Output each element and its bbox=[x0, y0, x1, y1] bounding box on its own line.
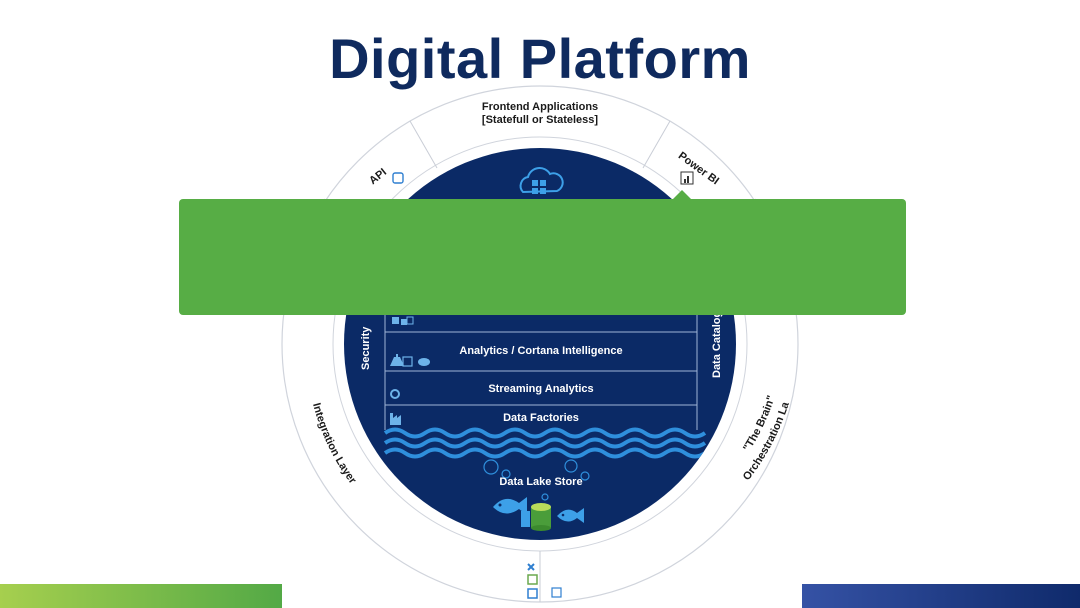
bubbles bbox=[483, 459, 590, 501]
overlay-panel bbox=[179, 199, 906, 315]
footer-bar-right bbox=[802, 584, 1080, 608]
data-lake-store-icon bbox=[521, 503, 551, 531]
data-factories-label: Data Factories bbox=[503, 412, 579, 424]
water-waves bbox=[383, 427, 707, 459]
factory-icon bbox=[390, 413, 401, 425]
sap-icons bbox=[392, 316, 414, 325]
frontend-label: Frontend Applications bbox=[482, 101, 598, 113]
layer-box bbox=[384, 300, 698, 430]
streaming-layer-label: Streaming Analytics bbox=[488, 383, 593, 395]
power-bi-icon bbox=[680, 171, 694, 185]
footer-bar-left bbox=[0, 584, 282, 608]
analytics-layer-label: Analytics / Cortana Intelligence bbox=[459, 345, 622, 357]
data-catalog-label: Data Catalog bbox=[711, 311, 723, 378]
security-label: Security bbox=[360, 326, 372, 370]
fish-icon-left bbox=[493, 497, 527, 515]
page-title: Digital Platform bbox=[329, 27, 751, 90]
fish-icon-right bbox=[557, 508, 584, 523]
analytics-icons bbox=[390, 354, 430, 367]
api-icon bbox=[392, 172, 404, 184]
bottom-tool-icons bbox=[527, 563, 562, 599]
data-lake-store-label: Data Lake Store bbox=[499, 476, 582, 488]
streaming-icon bbox=[390, 389, 400, 399]
frontend-sublabel: [Statefull or Stateless] bbox=[482, 114, 598, 126]
cloud-windows-icon bbox=[519, 167, 564, 194]
callout-pointer bbox=[672, 190, 692, 200]
